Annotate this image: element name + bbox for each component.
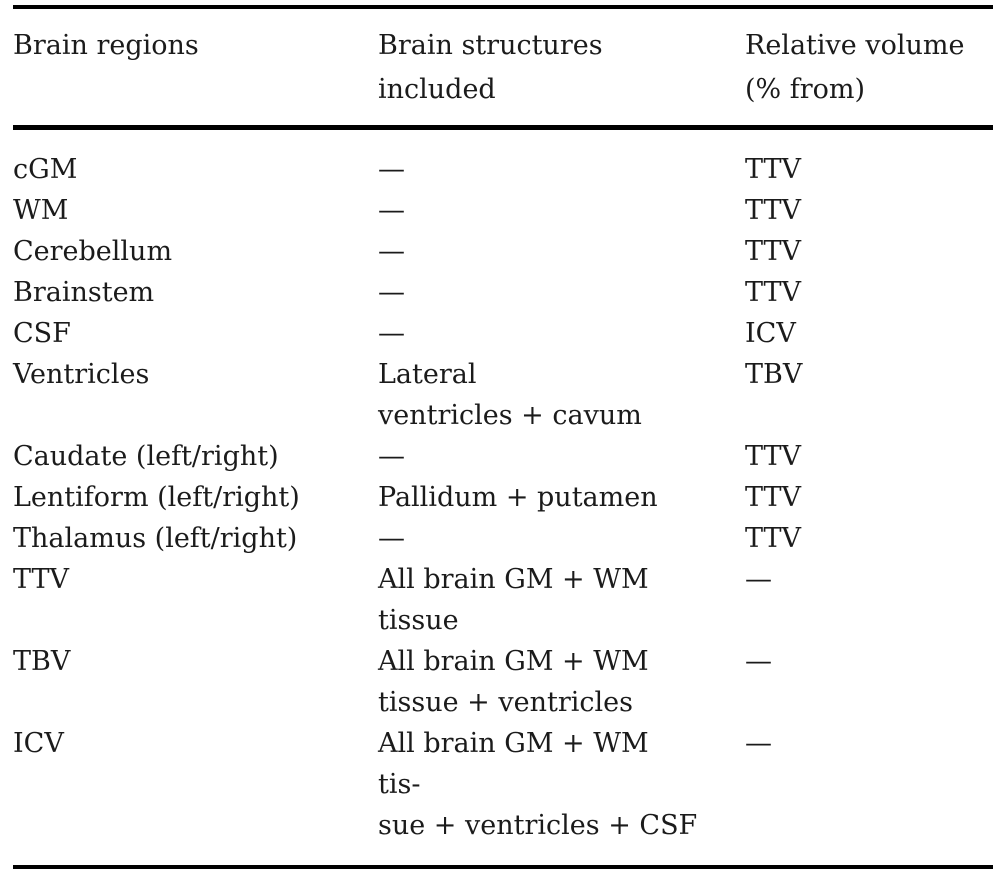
col-header-structures: Brain structures included (378, 7, 745, 130)
cell-structures: — (378, 318, 405, 349)
header-row: Brain regions Brain structures included … (13, 7, 993, 130)
cell-region: TTV (13, 564, 70, 595)
table-row: Thalamus (left/right) — TTV (13, 518, 993, 559)
cell-relative: TTV (745, 523, 802, 554)
table-row: TBV All brain GM + WM tissue + ventricle… (13, 641, 993, 723)
table-row: TTV All brain GM + WM tissue — (13, 559, 993, 641)
cell-region: ICV (13, 728, 64, 759)
cell-structures: All brain GM + WM tissue + ventricles (378, 646, 649, 718)
cell-structures: — (378, 441, 405, 472)
table-row: Ventricles Lateral ventricles + cavum TB… (13, 354, 993, 436)
cell-relative: TTV (745, 277, 802, 308)
cell-structures: — (378, 236, 405, 267)
cell-region: Thalamus (left/right) (13, 523, 298, 554)
cell-relative: TTV (745, 482, 802, 513)
cell-relative: TTV (745, 195, 802, 226)
table-row: ICV All brain GM + WM tis- sue + ventric… (13, 723, 993, 867)
cell-relative: TTV (745, 154, 802, 185)
cell-structures: — (378, 277, 405, 308)
cell-region: Cerebellum (13, 236, 173, 267)
cell-relative: — (745, 564, 772, 595)
cell-region: Ventricles (13, 359, 150, 390)
cell-relative: TBV (745, 359, 803, 390)
table-row: cGM — TTV (13, 128, 993, 191)
cell-structures: Lateral ventricles + cavum (378, 359, 642, 431)
cell-relative: — (745, 646, 772, 677)
cell-region: Lentiform (left/right) (13, 482, 300, 513)
table-row: WM — TTV (13, 190, 993, 231)
cell-region: TBV (13, 646, 71, 677)
cell-relative: TTV (745, 236, 802, 267)
cell-structures: — (378, 523, 405, 554)
table-row: Brainstem — TTV (13, 272, 993, 313)
cell-region: cGM (13, 154, 78, 185)
table-row: Cerebellum — TTV (13, 231, 993, 272)
table-row: Lentiform (left/right) Pallidum + putame… (13, 477, 993, 518)
cell-region: WM (13, 195, 69, 226)
col-header-brain-regions: Brain regions (13, 7, 378, 130)
cell-structures: All brain GM + WM tissue (378, 564, 649, 636)
cell-relative: — (745, 728, 772, 759)
cell-structures: All brain GM + WM tis- sue + ventricles … (378, 728, 698, 841)
cell-structures: Pallidum + putamen (378, 482, 658, 513)
cell-relative: ICV (745, 318, 796, 349)
cell-region: Caudate (left/right) (13, 441, 279, 472)
cell-region: CSF (13, 318, 71, 349)
cell-structures: — (378, 154, 405, 185)
cell-region: Brainstem (13, 277, 155, 308)
col-header-relative-volume: Relative volume (% from) (745, 7, 993, 130)
cell-structures: — (378, 195, 405, 226)
table-row: Caudate (left/right) — TTV (13, 436, 993, 477)
table-row: CSF — ICV (13, 313, 993, 354)
cell-relative: TTV (745, 441, 802, 472)
brain-regions-table: Brain regions Brain structures included … (13, 5, 993, 869)
